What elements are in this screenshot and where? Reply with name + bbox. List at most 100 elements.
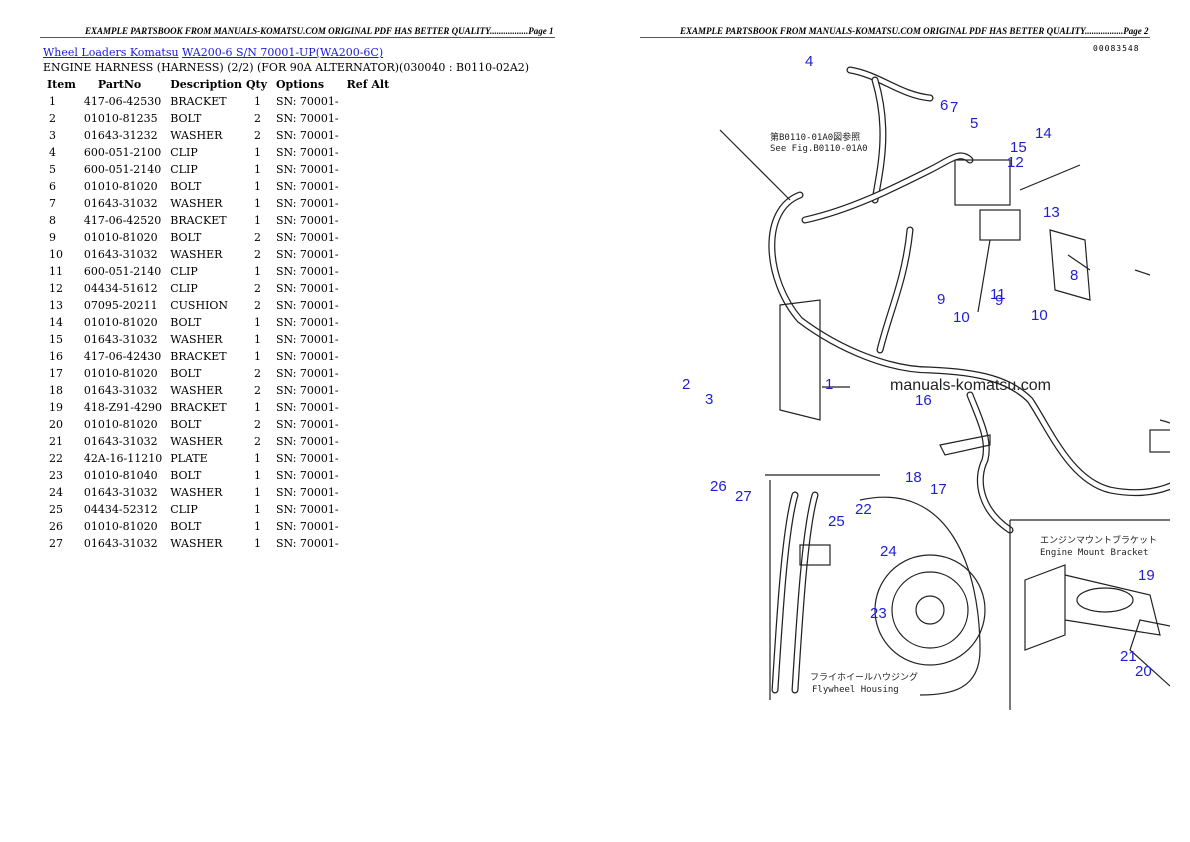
cell-qty: 2	[253, 129, 261, 142]
breadcrumb-link-model[interactable]: WA200-6 S/N 70001-UP(WA200-6C)	[182, 46, 384, 59]
column-header-ref: Ref	[346, 77, 368, 91]
bracket-1-shape	[779, 299, 821, 421]
cell-description: BRACKET	[170, 350, 227, 363]
cell-ref-alt	[343, 229, 394, 246]
cell-partno: 01643-31032	[83, 197, 158, 210]
cell-ref-alt	[343, 246, 394, 263]
harness-drawing	[768, 66, 1170, 534]
cell-ref-alt	[343, 212, 394, 229]
cell-description: WASHER	[170, 129, 223, 142]
cell-ref-alt	[343, 144, 394, 161]
callout-label: 5	[970, 115, 978, 132]
cell-ref-alt	[343, 416, 394, 433]
cell-ref-alt	[343, 484, 394, 501]
cell-ref-alt	[343, 467, 394, 484]
cell-partno: 04434-51612	[83, 282, 158, 295]
cell-options: SN: 70001-	[275, 452, 339, 465]
callout-label: 15	[1010, 139, 1027, 156]
cell-partno: 01643-31032	[83, 537, 158, 550]
cell-description: BRACKET	[170, 95, 227, 108]
cell-item: 17	[49, 367, 63, 380]
cell-partno: 01010-81040	[83, 469, 158, 482]
cell-options: SN: 70001-	[275, 316, 339, 329]
callout-label: 7	[950, 99, 958, 116]
cell-options: SN: 70001-	[275, 435, 339, 448]
flywheel-label-jp: フライホイールハウジング	[810, 671, 918, 683]
flywheel-label-en: Flywheel Housing	[812, 685, 899, 695]
watermark: manuals-komatsu.com	[890, 377, 1051, 394]
bracket-16-shape	[939, 434, 991, 456]
cell-partno: 42A-16-11210	[83, 452, 163, 465]
cell-item: 21	[49, 435, 63, 448]
flywheel-outline	[859, 496, 981, 696]
cell-options: SN: 70001-	[275, 537, 339, 550]
cell-options: SN: 70001-	[275, 299, 339, 312]
cell-qty: 1	[253, 214, 261, 227]
cell-ref-alt	[343, 263, 394, 280]
callout-label: 3	[705, 391, 713, 408]
cell-description: BOLT	[170, 231, 202, 244]
cell-qty: 1	[253, 95, 261, 108]
cell-options: SN: 70001-	[275, 282, 339, 295]
cell-partno: 01010-81235	[83, 112, 158, 125]
callout-label: 25	[828, 513, 845, 530]
cell-item: 15	[49, 333, 63, 346]
cell-partno: 07095-20211	[83, 299, 158, 312]
cell-item: 2	[49, 112, 56, 125]
cell-item: 4	[49, 146, 56, 159]
callout-label: 6	[940, 97, 948, 114]
cell-qty: 1	[253, 537, 261, 550]
callout-label: 9	[995, 292, 1003, 309]
cell-item: 12	[49, 282, 63, 295]
cell-options: SN: 70001-	[275, 248, 339, 261]
table-header-row: Item PartNo Description Qty Options Ref …	[43, 77, 393, 93]
cell-partno: 01010-81020	[83, 316, 158, 329]
callout-label: 18	[905, 469, 922, 486]
cell-options: SN: 70001-	[275, 401, 339, 414]
connector-block	[954, 159, 1011, 206]
cell-description: WASHER	[170, 435, 223, 448]
cell-description: WASHER	[170, 537, 223, 550]
cell-options: SN: 70001-	[275, 129, 339, 142]
cell-ref-alt	[343, 399, 394, 416]
harness-wire	[801, 152, 974, 224]
cell-options: SN: 70001-	[275, 146, 339, 159]
see-fig-note-en: See Fig.B0110-01A0	[770, 144, 868, 154]
cell-qty: 1	[253, 452, 261, 465]
cell-options: SN: 70001-	[275, 265, 339, 278]
cell-ref-alt	[343, 110, 394, 127]
cell-item: 18	[49, 384, 63, 397]
cell-partno: 01010-81020	[83, 180, 158, 193]
cell-ref-alt	[343, 535, 394, 552]
bracket-8-shape	[1049, 229, 1091, 301]
cell-qty: 1	[253, 486, 261, 499]
callout-label: 9	[937, 291, 945, 308]
cell-qty: 2	[253, 231, 261, 244]
cell-partno: 01643-31232	[83, 129, 158, 142]
cell-description: WASHER	[170, 384, 223, 397]
cell-item: 24	[49, 486, 63, 499]
flywheel-housing-drawing: フライホイールハウジング Flywheel Housing	[765, 474, 986, 700]
cell-description: CLIP	[170, 163, 198, 176]
cell-description: CLIP	[170, 282, 198, 295]
cell-description: WASHER	[170, 197, 223, 210]
cell-item: 22	[49, 452, 63, 465]
connector-lead	[1159, 419, 1170, 424]
callout-label: 27	[735, 488, 752, 505]
cell-partno: 417-06-42530	[83, 95, 162, 108]
cell-item: 25	[49, 503, 63, 516]
breadcrumb-link-category[interactable]: Wheel Loaders Komatsu	[43, 46, 179, 59]
cell-item: 13	[49, 299, 63, 312]
cell-partno: 04434-52312	[83, 503, 158, 516]
cell-partno: 01643-31032	[83, 248, 158, 261]
column-header-alt: Alt	[371, 77, 390, 91]
